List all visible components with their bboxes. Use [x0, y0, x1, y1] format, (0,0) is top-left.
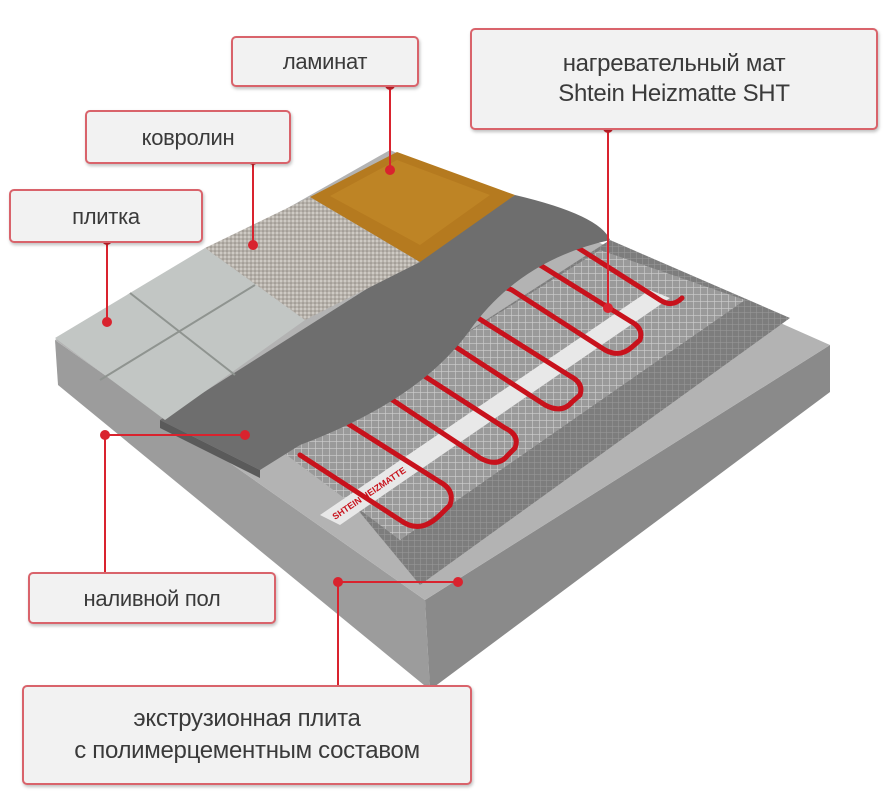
self-leveling-floor-layer: [160, 195, 610, 470]
label-carpet-text: ковролин: [141, 124, 235, 150]
tile-layer: [55, 248, 305, 420]
base-slab-front: [55, 340, 430, 690]
tile-grout: [99, 284, 256, 381]
label-heating-mat-line2: Shtein Heizmatte SHT: [558, 80, 790, 107]
laminate-highlight: [330, 160, 490, 245]
label-extruded-board-line1: экструзионная плита: [133, 705, 361, 732]
label-carpet: ковролин: [85, 110, 291, 164]
label-self-leveling-floor: наливной пол: [28, 572, 276, 624]
label-tile: плитка: [9, 189, 203, 243]
label-extruded-board-line2: с полимерцементным составом: [74, 737, 420, 764]
label-laminate-text: ламинат: [282, 49, 368, 74]
mat-tape: [320, 290, 670, 525]
base-slab-side: [425, 345, 830, 690]
label-heating-mat-line1: нагревательный мат: [562, 50, 786, 77]
carpet-layer: [205, 197, 420, 320]
label-extruded-board: экструзионная плита с полимерцементным со…: [22, 685, 472, 785]
label-self-leveling-floor-text: наливной пол: [83, 585, 221, 611]
label-tile-text: плитка: [72, 203, 140, 229]
label-laminate: ламинат: [231, 36, 419, 87]
